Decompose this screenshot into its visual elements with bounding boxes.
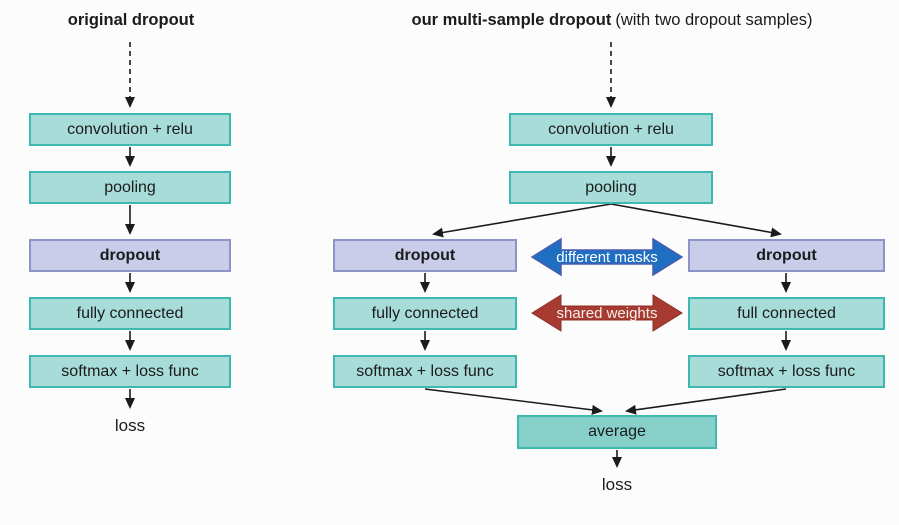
branch-b-softmax-box: softmax + loss func — [688, 355, 885, 388]
right-loss-label: loss — [601, 475, 633, 494]
left-fully-connected-box: fully connected — [29, 297, 231, 330]
left-softmax-box: softmax + loss func — [29, 355, 231, 388]
converge-arrow-right — [625, 388, 787, 415]
shared-weights-label: shared weights — [556, 304, 658, 322]
shared-weights-arrow: shared weights — [531, 292, 683, 334]
branch-a-fully-connected-box: fully connected — [333, 297, 517, 330]
converge-arrow-left — [424, 388, 603, 415]
right-panel-title: our multi-sample dropout(with two dropou… — [337, 11, 887, 30]
left-loss-label: loss — [114, 416, 146, 435]
right-conv-relu-box: convolution + relu — [509, 113, 713, 146]
double-arrow-icon — [531, 237, 683, 277]
different-masks-arrow: different masks — [531, 236, 683, 278]
right-pooling-box: pooling — [509, 171, 713, 204]
left-panel-title: original dropout — [67, 11, 195, 29]
branch-b-dropout-box: dropout — [688, 239, 885, 272]
branch-a-softmax-box: softmax + loss func — [333, 355, 517, 388]
right-panel-title-rest: (with two dropout samples) — [615, 11, 813, 29]
split-arrow-left — [432, 203, 612, 238]
split-arrow-right — [610, 203, 782, 238]
left-dropout-box: dropout — [29, 239, 231, 272]
branch-a-dropout-box: dropout — [333, 239, 517, 272]
double-arrow-icon — [531, 294, 683, 332]
left-pooling-box: pooling — [29, 171, 231, 204]
average-box: average — [517, 415, 717, 449]
branch-b-full-connected-box: full connected — [688, 297, 885, 330]
left-conv-relu-box: convolution + relu — [29, 113, 231, 146]
right-panel-title-bold: our multi-sample dropout — [411, 11, 612, 29]
different-masks-label: different masks — [556, 248, 658, 266]
